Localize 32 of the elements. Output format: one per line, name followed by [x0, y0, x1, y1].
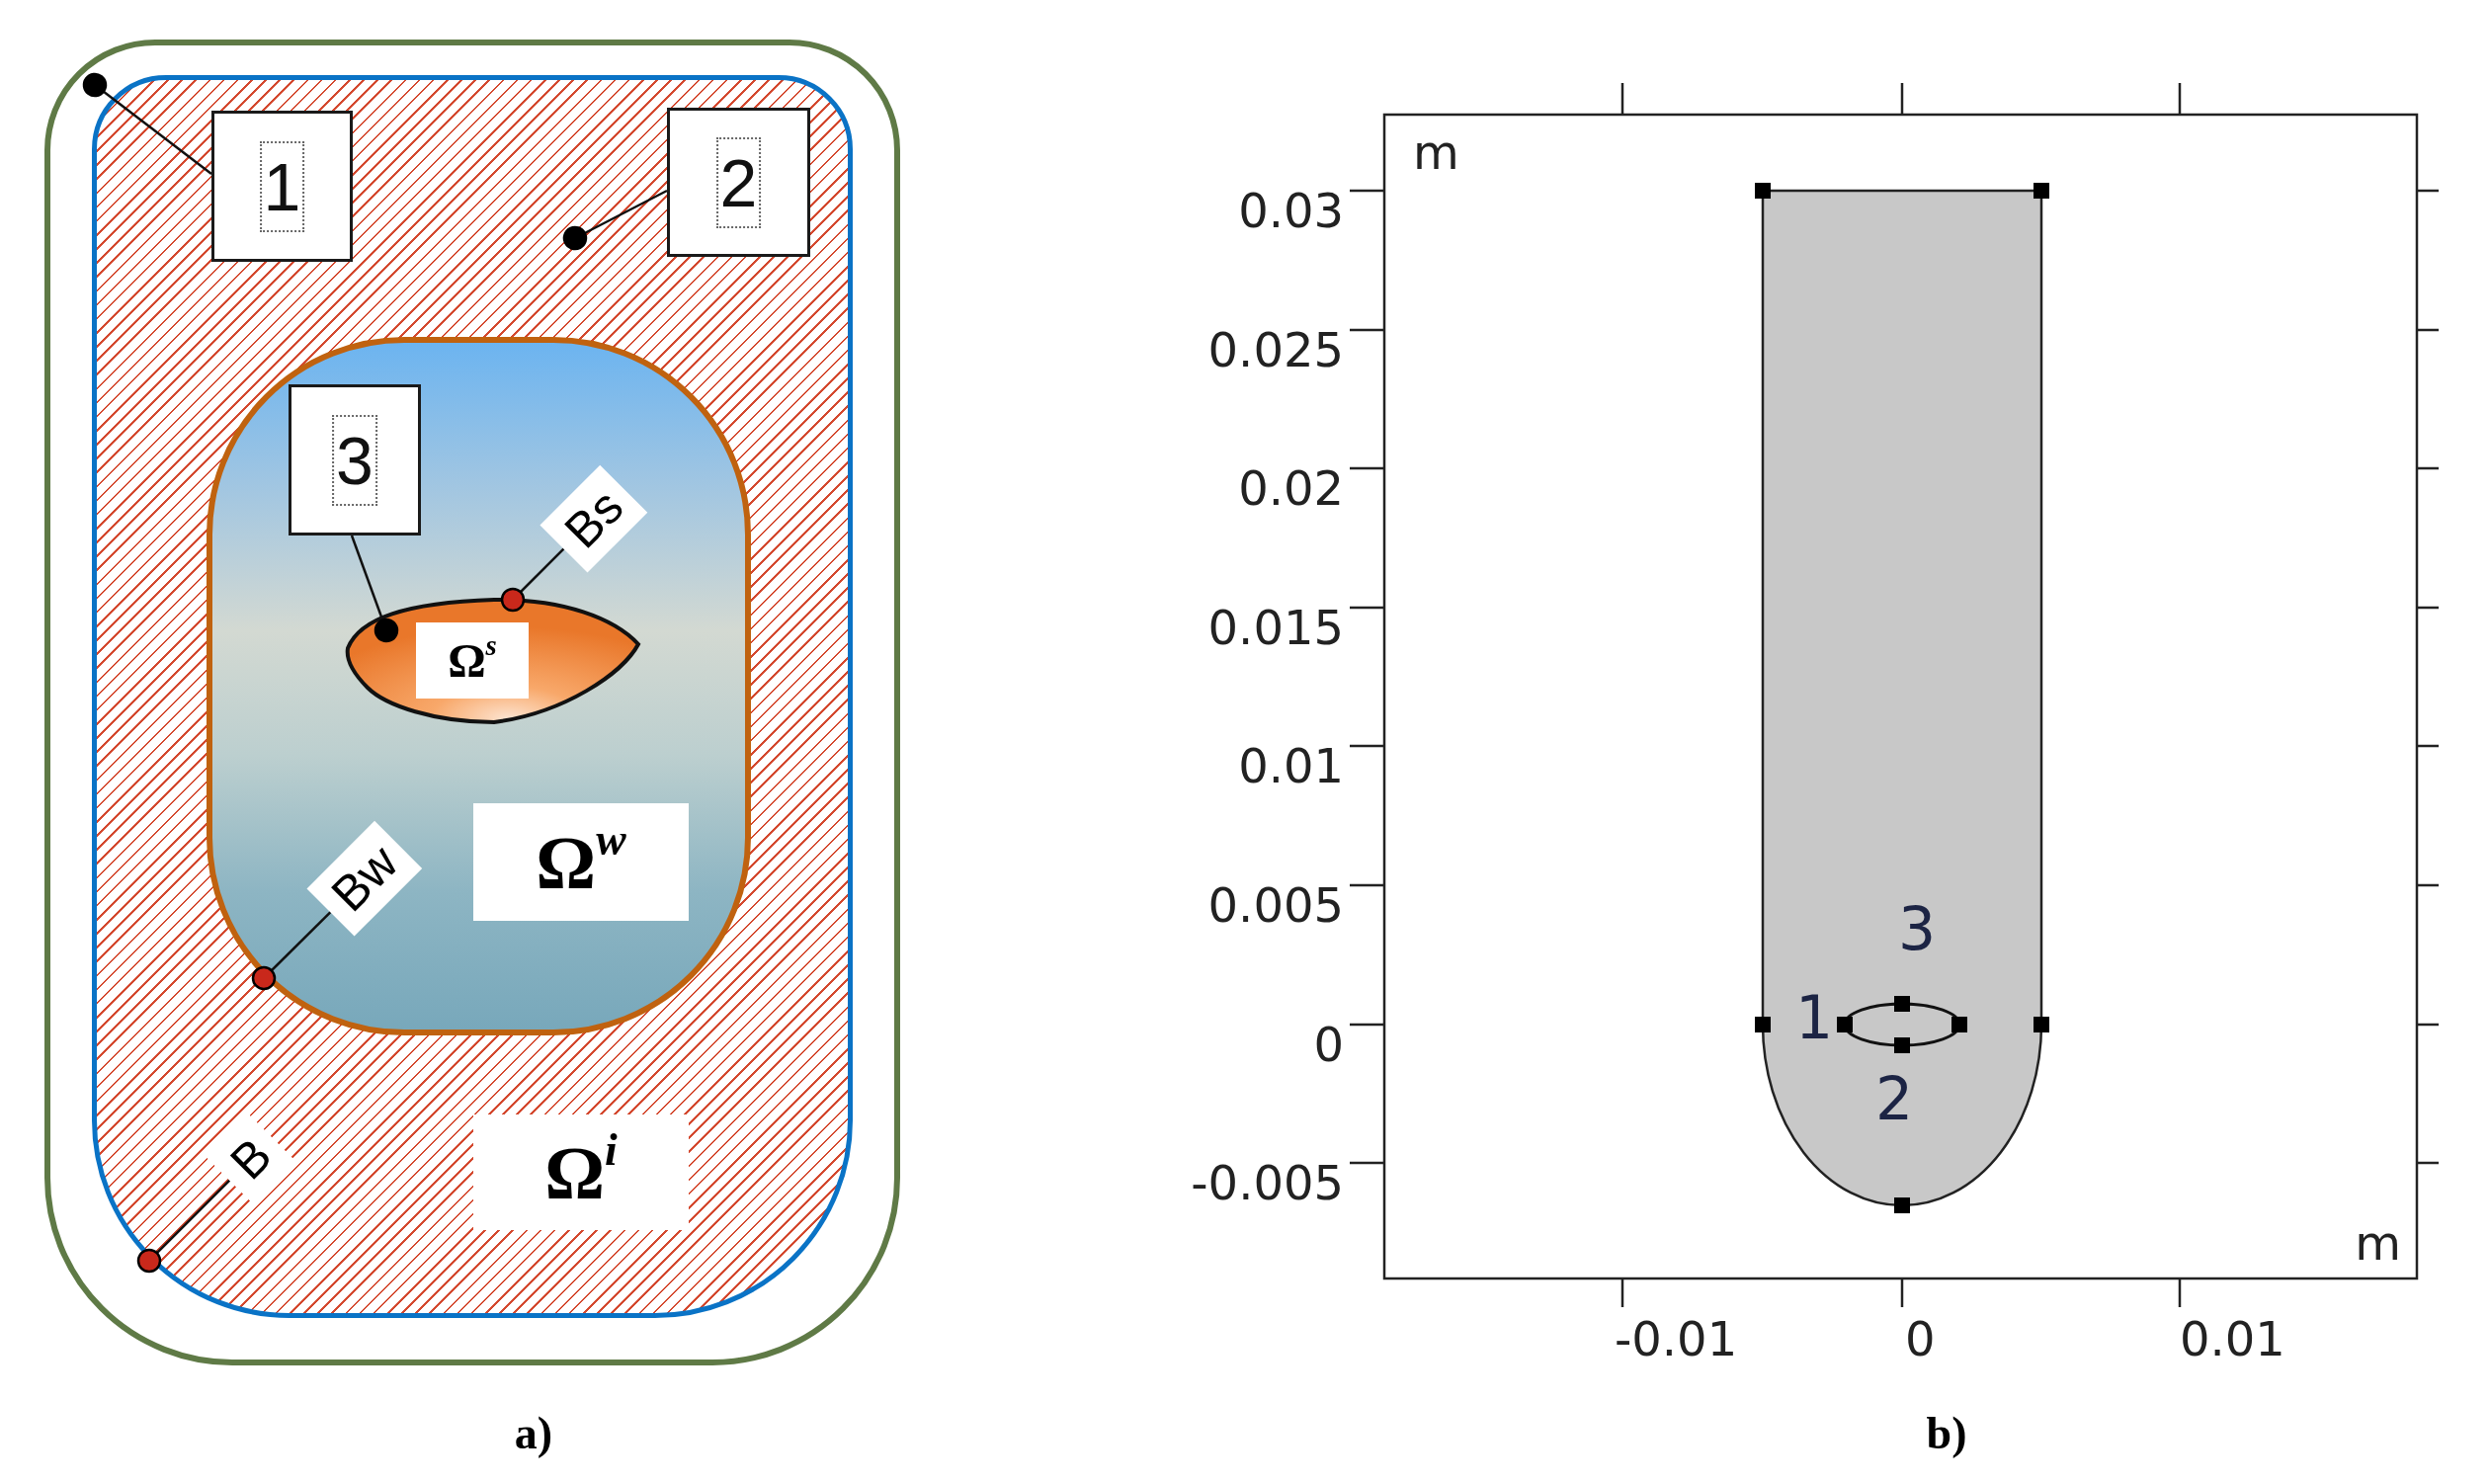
tick-label: 0.025 [1207, 326, 1344, 373]
tick-label: 0.02 [1238, 464, 1344, 512]
leader-line [562, 189, 668, 251]
tick-label: 0.005 [1207, 881, 1344, 929]
boundary-label: Bw [306, 820, 423, 937]
panel-label: a) [514, 1411, 553, 1456]
callout-box [289, 384, 421, 536]
domain-symbol: Ω$^{s}$ [416, 622, 529, 699]
tick-label: -0.005 [1191, 1159, 1344, 1206]
sample-shape [346, 597, 640, 725]
hatched-domain [92, 75, 853, 1318]
tick-label: 0.015 [1207, 604, 1344, 651]
panel-label: b) [1926, 1411, 1967, 1456]
tick-label: 0 [1905, 1315, 1936, 1362]
callout-number: 3 [332, 414, 377, 506]
tick-label: 0.01 [2180, 1315, 2285, 1362]
callout-number: 2 [715, 136, 762, 228]
callout-number: 1 [259, 140, 305, 232]
tick-label: -0.01 [1615, 1315, 1738, 1362]
tick-label: 0.01 [1238, 742, 1344, 789]
callout-box [667, 108, 810, 257]
leader-line [350, 535, 399, 643]
leader-line [251, 911, 332, 991]
water-domain [207, 337, 751, 1035]
callout-box [211, 111, 353, 262]
leader-line [136, 1179, 231, 1274]
domain-symbol: Ω$^{w}$ [473, 803, 689, 921]
tick-label: 0 [1313, 1021, 1344, 1068]
tick-label: 0.03 [1238, 187, 1344, 234]
domain-symbol: Ω$^{i}$ [473, 1114, 689, 1230]
outer-domain-outline [44, 40, 900, 1365]
boundary-label: Bs [540, 464, 648, 573]
